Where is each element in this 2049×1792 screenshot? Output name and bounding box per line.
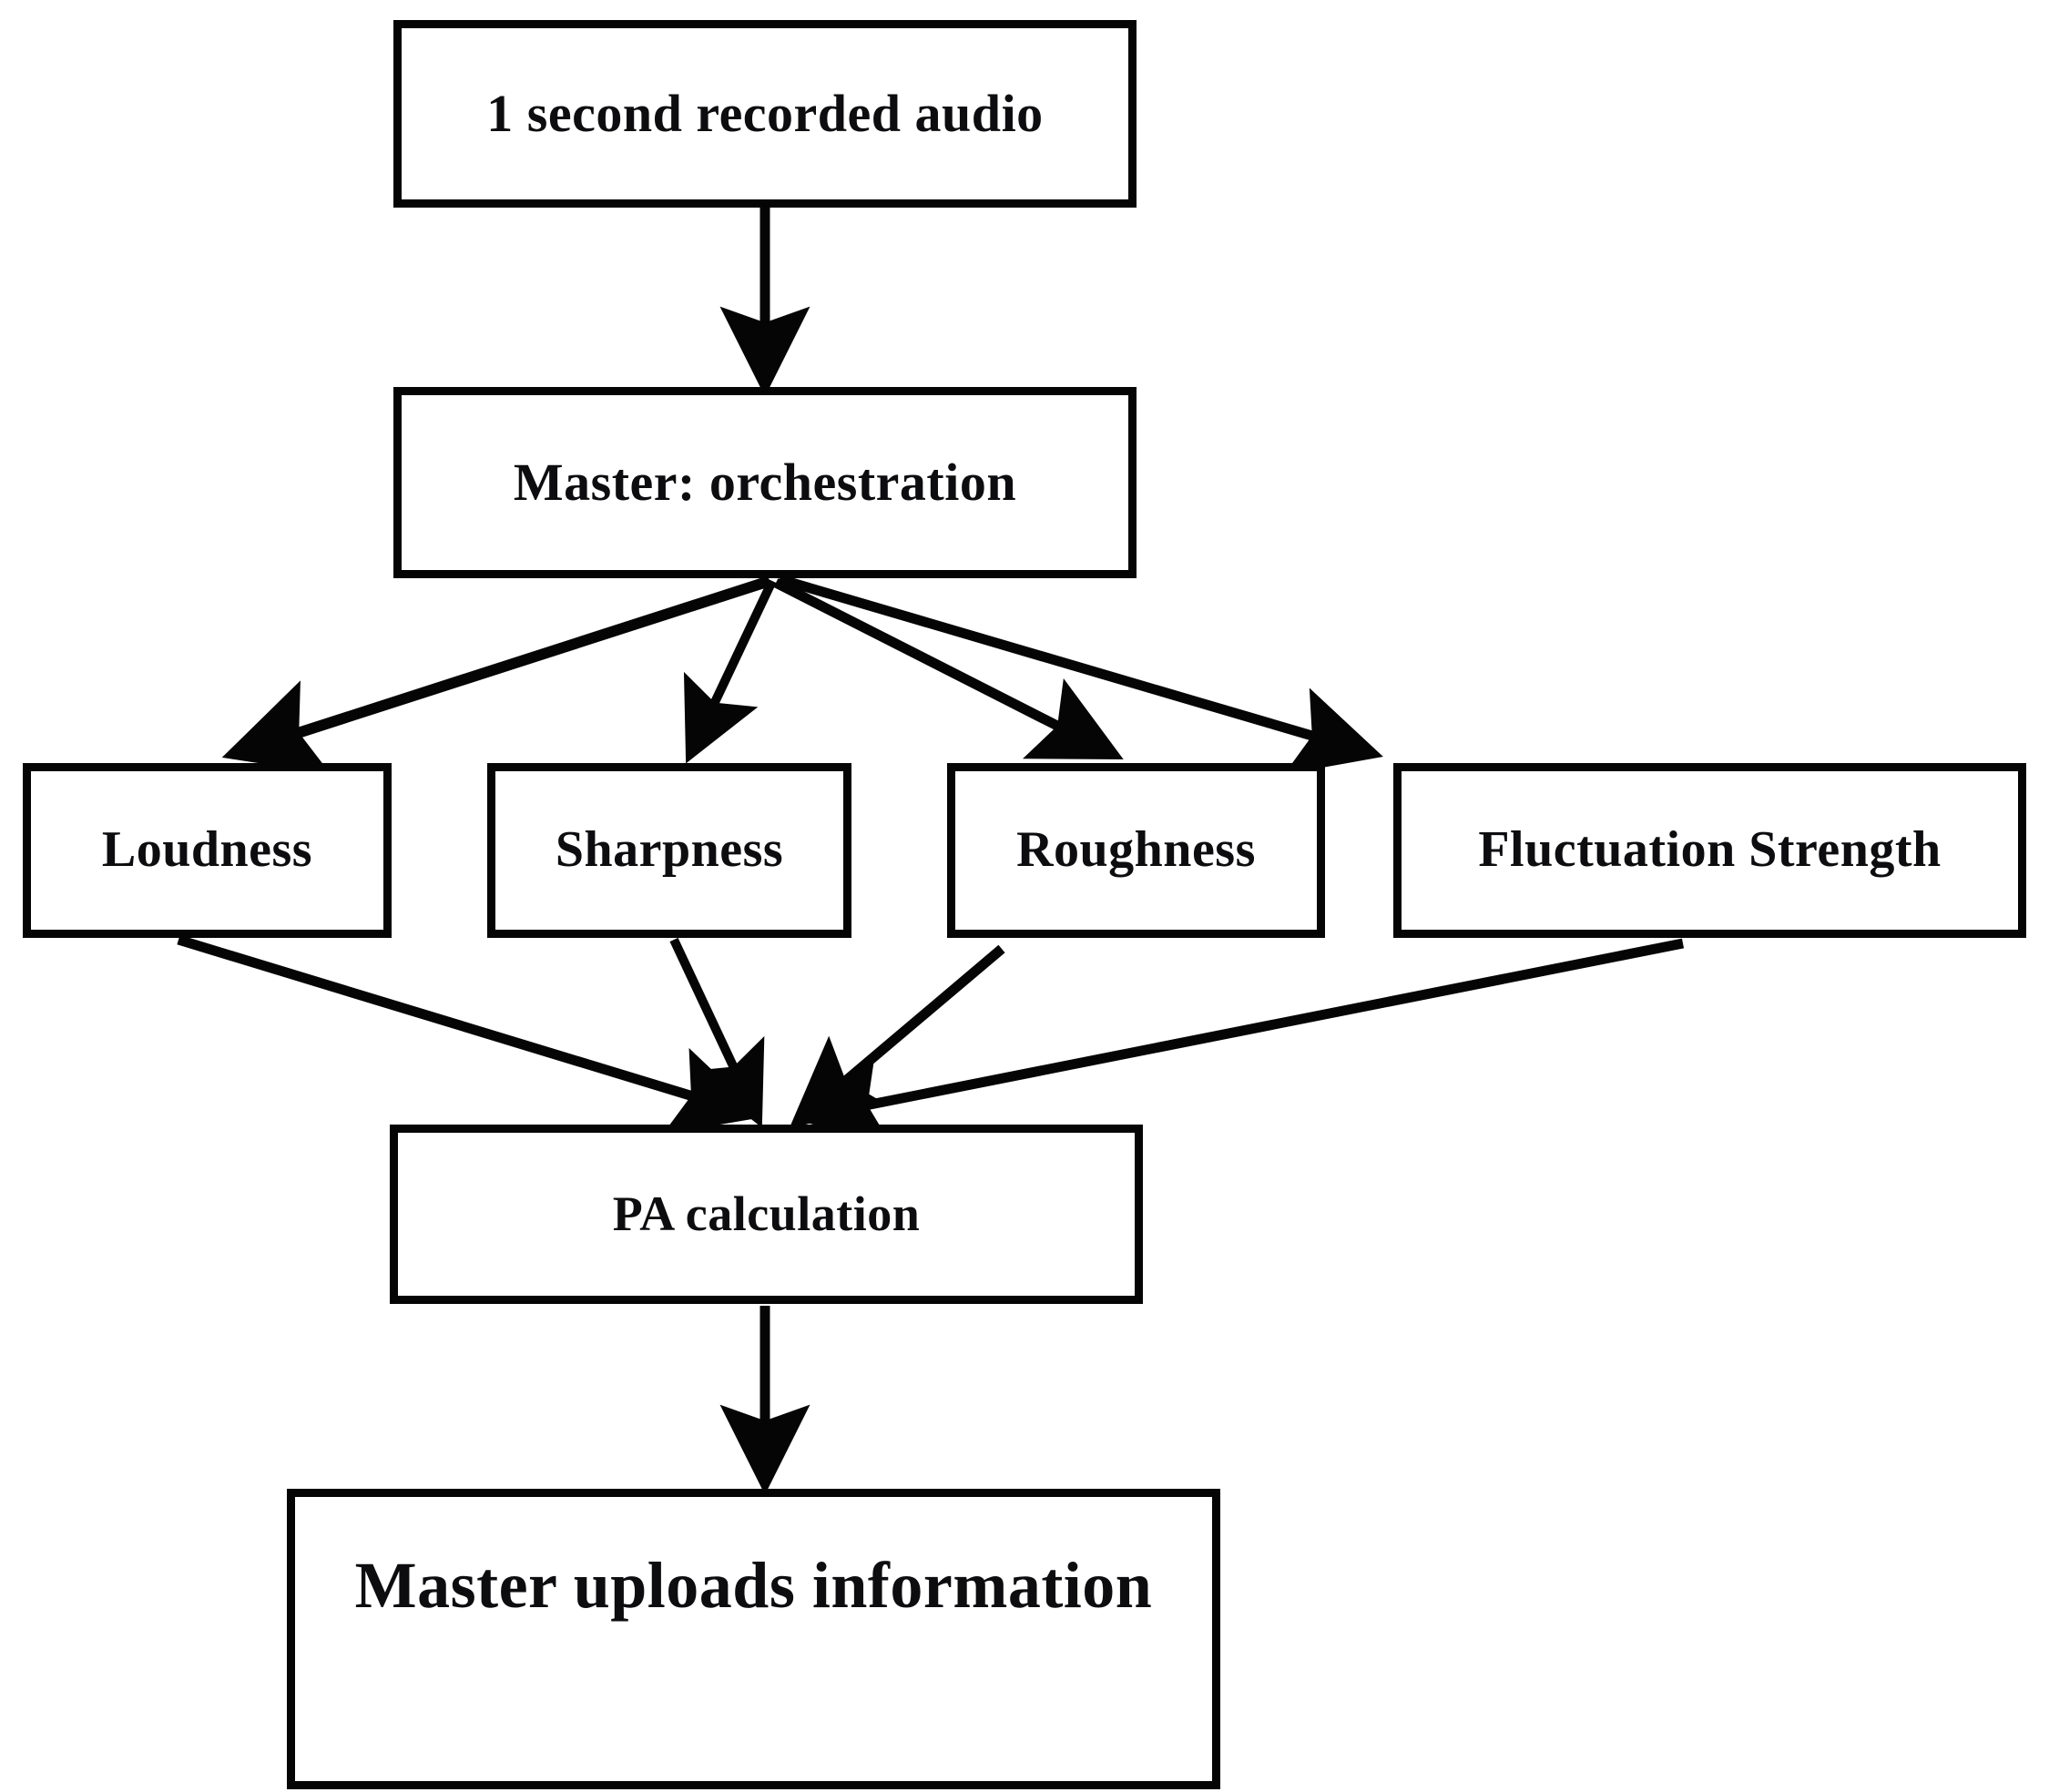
edge-loudness-to-pa xyxy=(177,934,762,1135)
node-label: Sharpness xyxy=(555,821,784,879)
node-label: Roughness xyxy=(1016,821,1256,879)
edge-master-to-fluctuation-strength xyxy=(778,574,1383,775)
node-label: Loudness xyxy=(101,821,313,879)
edge-sharpness-to-pa xyxy=(669,937,765,1128)
edge-master-to-roughness xyxy=(773,578,1124,759)
node-master-uploads-information[interactable]: Master uploads information xyxy=(287,1489,1220,1789)
node-fluctuation-strength[interactable]: Fluctuation Strength xyxy=(1393,763,2026,938)
node-label: 1 second recorded audio xyxy=(486,84,1044,144)
node-pa-calculation[interactable]: PA calculation xyxy=(390,1125,1143,1304)
node-label: Master uploads information xyxy=(354,1549,1153,1622)
node-label: PA calculation xyxy=(612,1186,921,1241)
node-label: Fluctuation Strength xyxy=(1478,821,1942,879)
node-recorded-audio[interactable]: 1 second recorded audio xyxy=(393,20,1137,208)
edge-roughness-to-pa xyxy=(789,944,1005,1129)
edge-master-to-loudness xyxy=(221,575,771,775)
node-label: Master: orchestration xyxy=(513,453,1017,513)
edge-master-to-sharpness xyxy=(683,578,777,764)
node-sharpness[interactable]: Sharpness xyxy=(487,763,851,938)
node-loudness[interactable]: Loudness xyxy=(23,763,392,938)
node-master-orchestration[interactable]: Master: orchestration xyxy=(393,387,1137,578)
node-roughness[interactable]: Roughness xyxy=(947,763,1325,938)
edge-fluctuation-strength-to-pa xyxy=(794,938,1685,1146)
